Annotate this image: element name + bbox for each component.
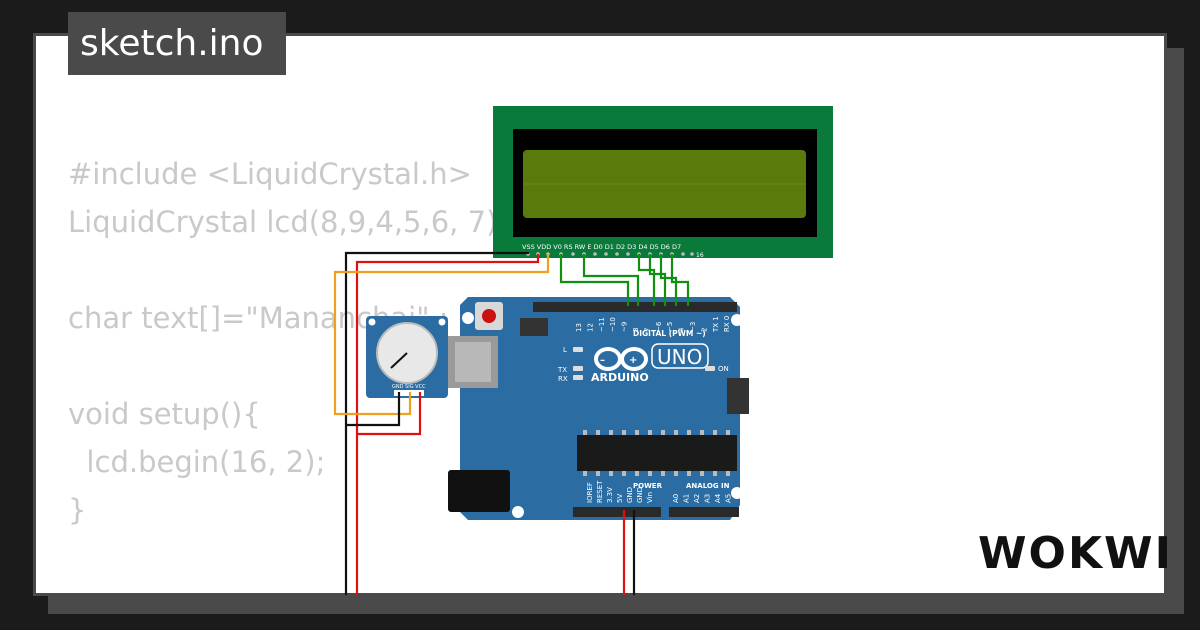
wokwi-logo: WOKWI (978, 528, 1173, 579)
power-label: POWER (633, 482, 663, 490)
pin-label: GND (636, 487, 644, 503)
svg-text:+: + (629, 355, 637, 366)
board-maker: ARDUINO (591, 371, 649, 384)
pin-label: 4 (678, 327, 686, 332)
pin-label: RESET (596, 480, 604, 503)
pin-label: A1 (683, 494, 691, 503)
pin-label: A2 (693, 494, 701, 503)
pin-label: IOREF (586, 482, 594, 503)
pin-label: 3.3V (606, 487, 614, 503)
project-title: sketch.ino (68, 12, 286, 75)
pin-label: ~11 (598, 317, 606, 332)
pin-label: 2 (700, 328, 708, 332)
power-jack (448, 470, 510, 512)
pin-label: 8 (632, 328, 640, 332)
analog-label: ANALOG IN (686, 482, 730, 490)
code-line: } (68, 493, 87, 527)
pin-label: A3 (704, 494, 712, 503)
power-header (573, 507, 661, 517)
led-rx-label: RX (558, 375, 568, 383)
code-line: #include <LiquidCrystal.h> (68, 157, 472, 191)
pin-label: A5 (725, 494, 733, 503)
board-name: UNO (657, 345, 702, 369)
code-snippet: #include <LiquidCrystal.h>LiquidCrystal … (68, 150, 507, 534)
pin-label: A4 (714, 493, 722, 503)
pin-label: ~6 (655, 321, 663, 332)
atmega-chip (577, 435, 737, 471)
arduino-board[interactable]: – + UNO ARDUINO DIGITAL (PWM ~) POWER AN… (448, 297, 749, 520)
pin-label: ~9 (621, 322, 629, 332)
lcd-pin-labels: VSS VDD V0 RS RW E D0 D1 D2 D3 D4 D5 D6 … (522, 243, 681, 251)
arduino-logo-icon (594, 347, 648, 371)
digital-label: DIGITAL (PWM ~) (633, 329, 706, 338)
lcd-pin-count: 16 (696, 252, 704, 259)
pot-pin-labels: GND SIG VCC (392, 384, 426, 390)
pin-label: TX 1 (712, 316, 720, 333)
analog-header (669, 507, 739, 517)
code-line: lcd.begin(16, 2); (68, 445, 326, 479)
potentiometer[interactable]: GND SIG VCC (366, 316, 448, 398)
svg-text:–: – (600, 355, 605, 366)
pin-label: Vin (646, 492, 654, 503)
pin-label: 5V (616, 494, 624, 503)
pin-label: ~3 (689, 322, 697, 332)
lcd-module[interactable]: VSS VDD V0 RS RW E D0 D1 D2 D3 D4 D5 D6 … (493, 106, 833, 259)
pin-label: ~5 (666, 322, 674, 332)
pin-label: 13 (575, 323, 583, 332)
pin-label: RX 0 (723, 316, 731, 332)
pin-label: GND (626, 487, 634, 503)
digital-header (533, 302, 737, 312)
led-tx-label: TX (557, 366, 567, 374)
pin-label: 12 (586, 323, 594, 332)
led-l-label: L (563, 346, 567, 354)
code-line: void setup(){ (68, 397, 261, 431)
pin-label: ~10 (609, 317, 617, 332)
led-on-label: ON (718, 365, 729, 373)
pin-label: A0 (672, 494, 680, 503)
pin-label: 7 (643, 328, 651, 332)
wires (333, 251, 690, 595)
